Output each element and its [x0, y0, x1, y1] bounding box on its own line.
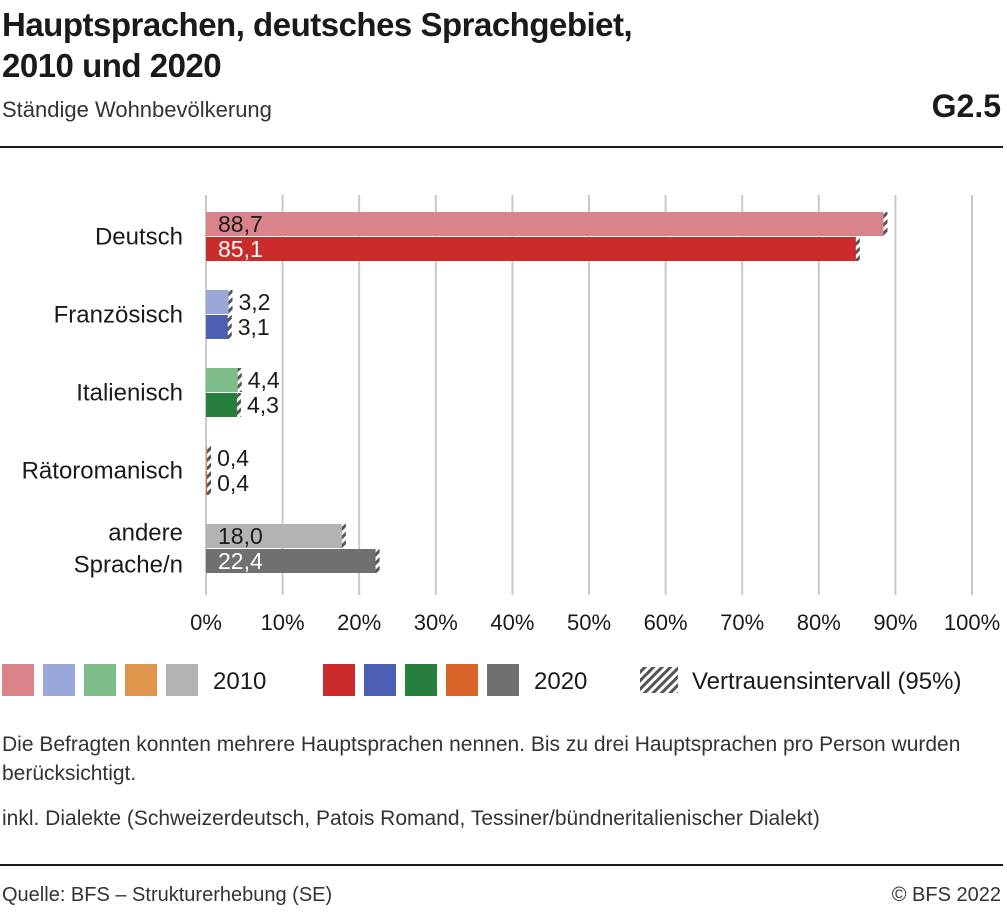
ci-marker [207, 446, 212, 470]
note-dialects: inkl. Dialekte (Schweizerdeutsch, Patois… [2, 807, 820, 830]
data-label: 0,4 [217, 470, 249, 496]
legend-swatch-2020 [405, 664, 437, 696]
bar-2020-2 [206, 393, 239, 417]
bar-2010-4 [206, 524, 344, 548]
x-tick-label: 80% [797, 610, 841, 635]
x-tick-label: 0% [190, 610, 222, 635]
bar-2020-4 [206, 549, 378, 573]
x-tick-label: 20% [337, 610, 381, 635]
page-subtitle: Ständige Wohnbevölkerung [2, 97, 272, 122]
data-label: 85,1 [218, 236, 263, 262]
legend-swatch-2020 [364, 664, 396, 696]
bar-2020-1 [206, 315, 230, 339]
note-multiple-languages: Die Befragten konnten mehrere Hauptsprac… [2, 733, 961, 785]
data-label: 3,2 [239, 289, 271, 315]
x-tick-label: 100% [944, 610, 1000, 635]
x-tick-label: 30% [414, 610, 458, 635]
title-line-1: Hauptsprachen, deutsches Sprachgebiet, [2, 6, 633, 43]
category-label: Italienisch [76, 380, 183, 407]
data-label: 3,1 [238, 314, 270, 340]
data-label: 22,4 [218, 548, 263, 574]
category-label: andere [108, 520, 183, 547]
source-note: Quelle: BFS – Strukturerhebung (SE) [2, 884, 333, 906]
bar-chart: 0% 10% 20% 30% 40% 50% 60% 70% 80% 90% 100% 88,785,… [2, 195, 1000, 696]
data-label: 4,4 [248, 367, 280, 393]
legend-ci-icon [640, 667, 678, 693]
category-label: Rätoromanisch [22, 458, 183, 485]
ci-marker [227, 315, 232, 339]
legend-swatch-2020 [487, 664, 519, 696]
ci-marker [341, 524, 346, 548]
bar-2010-0 [206, 212, 886, 236]
category-label: Sprache/n [74, 552, 183, 579]
x-tick-label: 50% [567, 610, 611, 635]
page-title: Hauptsprachen, deutsches Sprachgebiet, 2… [2, 4, 633, 86]
legend-swatch-2010 [43, 664, 75, 696]
header-divider [0, 146, 1003, 148]
legend-swatch-2010 [125, 664, 157, 696]
ci-marker [883, 212, 888, 236]
ci-marker [855, 237, 860, 261]
ci-marker [375, 549, 380, 573]
copyright-note: © BFS 2022 [891, 884, 1001, 906]
data-label: 0,4 [217, 445, 249, 471]
footer-divider [0, 864, 1003, 866]
ci-marker [228, 290, 233, 314]
data-label: 88,7 [218, 211, 263, 237]
chart-code: G2.5 [931, 88, 1001, 124]
bar-2010-1 [206, 290, 231, 314]
data-label: 18,0 [218, 523, 263, 549]
ci-marker [207, 471, 212, 495]
legend-swatch-2010 [84, 664, 116, 696]
x-tick-label: 10% [261, 610, 305, 635]
category-label: Französisch [54, 302, 183, 329]
x-tick-label: 60% [644, 610, 688, 635]
x-tick-label: 90% [873, 610, 917, 635]
legend-label-confidence-interval: Vertrauensintervall (95%) [692, 668, 961, 695]
legend-swatch-2010 [166, 664, 198, 696]
x-tick-label: 70% [720, 610, 764, 635]
legend-label-2010: 2010 [213, 668, 266, 695]
legend-label-2020: 2020 [534, 668, 587, 695]
bar-2020-0 [206, 237, 858, 261]
x-tick-label: 40% [490, 610, 534, 635]
legend-swatch-2020 [323, 664, 355, 696]
data-label: 4,3 [247, 392, 279, 418]
category-label: Deutsch [95, 224, 183, 251]
legend-swatch-2020 [446, 664, 478, 696]
title-line-2: 2010 und 2020 [2, 47, 222, 84]
legend-swatch-2010 [2, 664, 34, 696]
ci-marker [236, 393, 241, 417]
bar-2010-2 [206, 368, 240, 392]
ci-marker [237, 368, 242, 392]
